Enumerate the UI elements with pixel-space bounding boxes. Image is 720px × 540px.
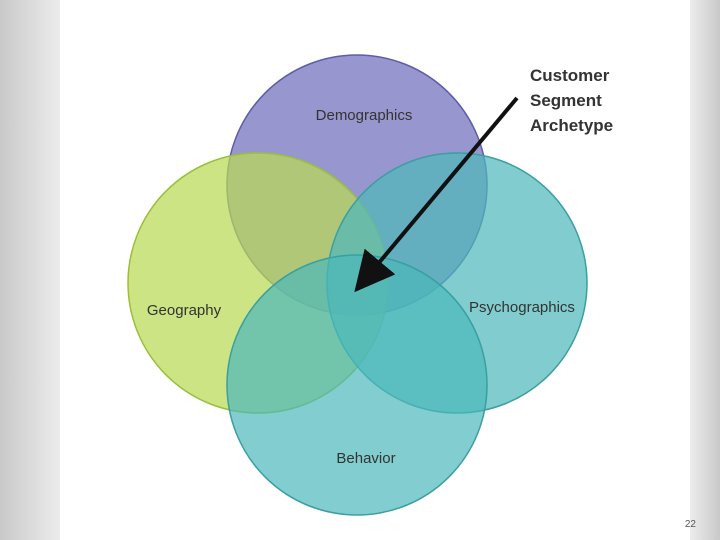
label-geography: Geography (147, 302, 222, 319)
left-gradient-bar (0, 0, 60, 540)
callout-line-2: Segment (530, 91, 602, 110)
callout-arrow (354, 96, 519, 293)
callout-line-1: Customer (530, 66, 610, 85)
callout-line-3: Archetype (530, 116, 613, 135)
label-psychographics: Psychographics (469, 299, 575, 316)
label-demographics: Demographics (316, 107, 413, 124)
circle-behavior (226, 254, 488, 516)
label-behavior: Behavior (336, 450, 395, 467)
page-number: 22 (684, 519, 696, 530)
right-gradient-bar (690, 0, 720, 540)
